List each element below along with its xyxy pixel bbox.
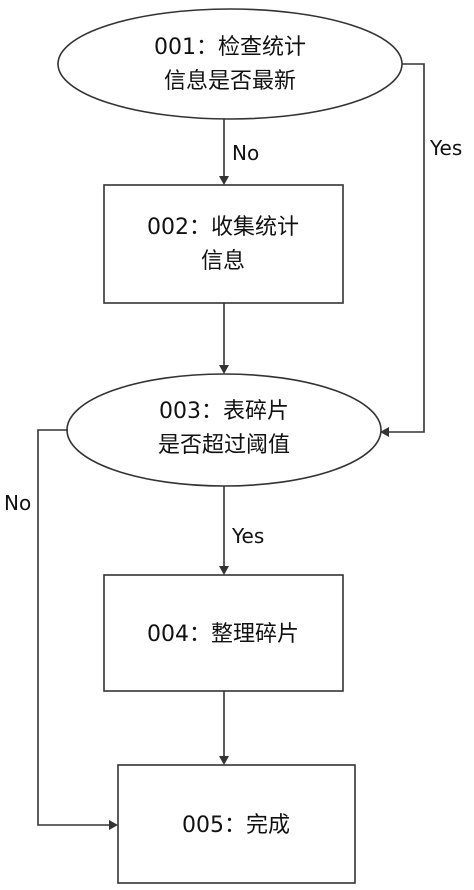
connector-line [387, 63, 425, 433]
node-003-line2: 是否超过阈值 [158, 433, 290, 458]
arrowhead [219, 176, 229, 185]
edge-label-no-001: No [232, 141, 259, 165]
node-002-line1: 002：收集统计 [147, 215, 299, 240]
edge-001-to-003: Yes [380, 63, 462, 437]
process-box-002 [103, 184, 344, 304]
decision-node-003: 003：表碎片 是否超过阈值 [66, 373, 382, 487]
connector-line [37, 429, 111, 826]
process-node-002: 002：收集统计 信息 [103, 184, 344, 304]
node-004-line1: 004：整理碎片 [147, 622, 299, 647]
decision-node-001: 001：检查统计 信息是否最新 [57, 8, 403, 120]
arrowhead [219, 566, 229, 575]
process-box-004 [103, 574, 344, 692]
arrowhead [109, 820, 118, 830]
edge-002-to-003 [219, 303, 229, 374]
arrowhead [219, 365, 229, 374]
node-003-line1: 003：表碎片 [159, 399, 289, 424]
edge-003-to-004: Yes [219, 486, 264, 575]
node-005-line1: 005：完成 [182, 813, 290, 838]
arrowhead [380, 427, 389, 437]
process-node-005: 005：完成 [117, 764, 356, 884]
edge-label-no-003: No [4, 491, 31, 515]
process-box-005 [117, 764, 356, 884]
node-001-line2: 信息是否最新 [164, 69, 296, 94]
edge-001-to-002: No [219, 119, 259, 185]
arrowhead [219, 756, 229, 765]
edge-label-yes-001: Yes [429, 136, 462, 160]
edge-003-to-005: No [4, 429, 118, 830]
edge-004-to-005 [219, 691, 229, 765]
node-001-line1: 001：检查统计 [154, 35, 306, 60]
decision-ellipse-001 [57, 8, 403, 120]
edge-label-yes-003: Yes [231, 524, 264, 548]
decision-ellipse-003 [66, 373, 382, 487]
node-002-line2: 信息 [201, 249, 245, 274]
process-node-004: 004：整理碎片 [103, 574, 344, 692]
